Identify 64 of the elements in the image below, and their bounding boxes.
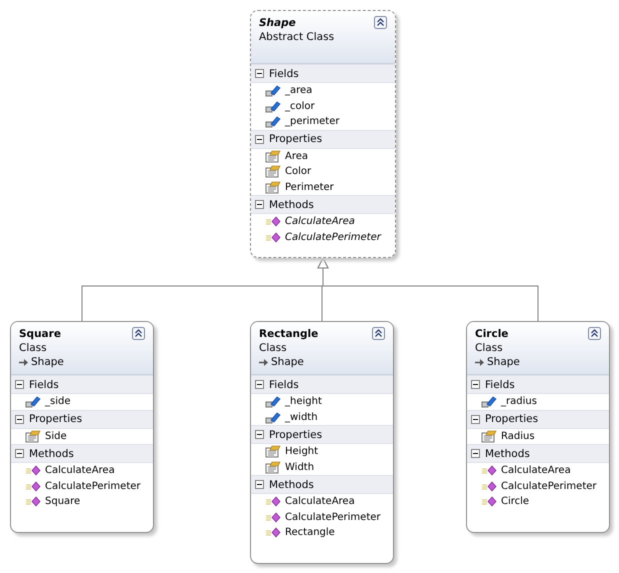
- member-compartment: [11, 410, 153, 444]
- section-title: Methods: [269, 198, 314, 210]
- field-name: _height: [285, 396, 322, 408]
- method-name: CalculateArea: [45, 465, 115, 476]
- class-box: [250, 10, 396, 258]
- field-name: _perimeter: [285, 116, 340, 128]
- class-name: Rectangle: [259, 327, 318, 341]
- class-kind: Class: [475, 341, 503, 355]
- method-name: CalculatePerimeter: [45, 480, 140, 492]
- section-title: Fields: [269, 68, 299, 80]
- property-name: Area: [285, 150, 308, 162]
- member-compartment: [251, 375, 393, 425]
- class-box: [10, 321, 154, 533]
- method-name: CalculatePerimeter: [285, 512, 380, 523]
- property-name: Color: [285, 166, 312, 178]
- section-title: Fields: [29, 378, 59, 390]
- class-name: Shape: [259, 16, 296, 30]
- property-name: Radius: [501, 430, 535, 442]
- section-title: Fields: [269, 378, 299, 390]
- class-kind: Class: [19, 341, 47, 355]
- method-name: CalculateArea: [501, 465, 571, 476]
- member-compartment: [467, 410, 609, 444]
- class-box: [250, 321, 394, 564]
- member-compartment: [11, 375, 153, 410]
- class-box: [466, 321, 610, 533]
- field-name: _side: [45, 396, 70, 408]
- class-name: Circle: [475, 327, 508, 341]
- property-name: Width: [285, 462, 314, 473]
- base-class-name: Shape: [31, 355, 64, 369]
- method-name: CalculateArea: [285, 216, 355, 228]
- method-name: CalculatePerimeter: [501, 480, 596, 492]
- section-title: Properties: [269, 428, 322, 440]
- member-compartment: [467, 375, 609, 410]
- section-title: Methods: [269, 478, 314, 490]
- method-name: Rectangle: [285, 527, 335, 538]
- section-title: Properties: [269, 133, 322, 145]
- method-name: Square: [45, 496, 80, 508]
- member-compartment: [11, 444, 153, 510]
- field-name: _color: [285, 100, 315, 112]
- member-compartment: [251, 130, 395, 195]
- class-name: Square: [19, 327, 61, 341]
- member-compartment: [251, 195, 395, 245]
- base-class-name: Shape: [487, 355, 520, 369]
- section-title: Methods: [485, 448, 530, 460]
- method-name: CalculateArea: [285, 496, 355, 508]
- property-name: Perimeter: [285, 182, 334, 193]
- method-name: CalculatePerimeter: [285, 232, 381, 243]
- member-compartment: [251, 64, 395, 130]
- field-name: _radius: [501, 396, 537, 408]
- member-compartment: [251, 475, 393, 540]
- member-compartment: [251, 425, 393, 475]
- property-name: Height: [285, 446, 318, 458]
- section-title: Properties: [485, 413, 538, 425]
- section-title: Properties: [29, 413, 82, 425]
- method-name: Circle: [501, 496, 530, 508]
- field-name: _area: [285, 85, 312, 96]
- class-kind: Class: [259, 341, 287, 355]
- section-title: Fields: [485, 378, 515, 390]
- section-title: Methods: [29, 448, 74, 460]
- class-kind: Abstract Class: [259, 30, 334, 44]
- field-name: _width: [285, 412, 318, 423]
- base-class-name: Shape: [271, 355, 304, 369]
- inheritance-connector: [318, 258, 538, 322]
- property-name: Side: [45, 430, 67, 442]
